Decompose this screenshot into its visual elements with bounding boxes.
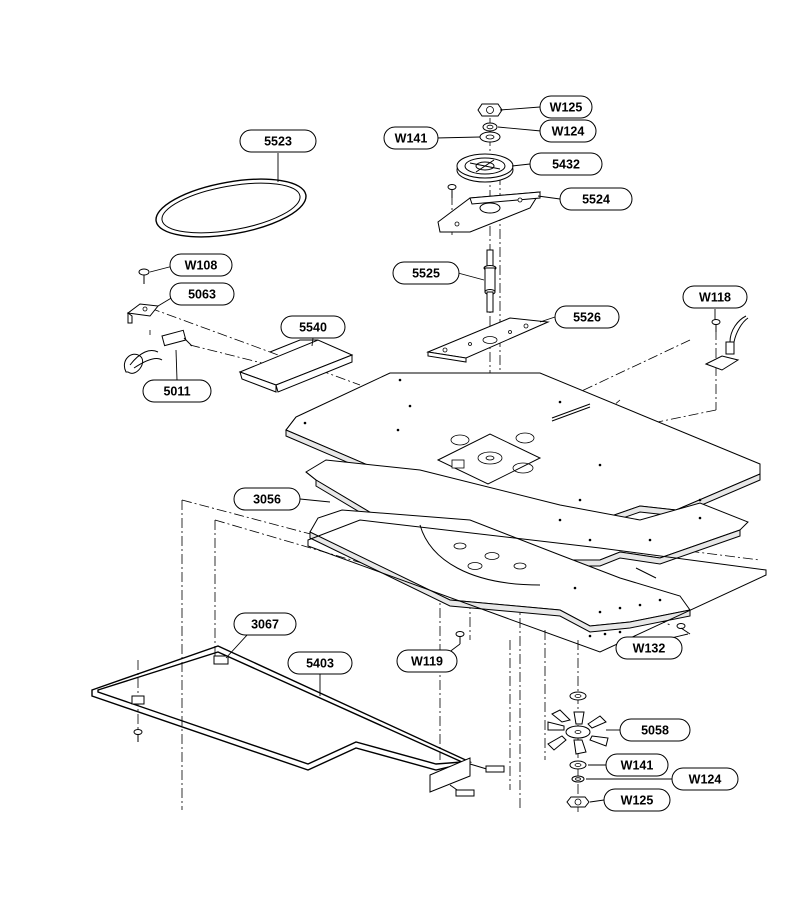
callout-5058: 5058 (619, 718, 691, 742)
pulley-5432 (456, 153, 514, 183)
bottom-nut-w125 (566, 796, 590, 808)
callout-label: 5523 (264, 135, 292, 149)
callout-5524: 5524 (559, 187, 633, 211)
callout-w125-top: W125 (539, 95, 593, 119)
callout-3056: 3056 (233, 487, 301, 511)
plate-5526 (426, 317, 550, 363)
callout-5523: 5523 (239, 129, 317, 153)
screw-top (447, 184, 457, 198)
top-washer-w141 (479, 131, 501, 143)
callout-label: 5011 (163, 385, 190, 399)
cover-5540 (238, 339, 354, 393)
callout-5403: 5403 (287, 651, 353, 675)
sensor-w118 (704, 315, 749, 371)
callout-label: 3067 (251, 618, 279, 632)
callout-w124-top: W124 (539, 119, 597, 143)
callout-5525: 5525 (392, 261, 460, 285)
callout-label: W124 (552, 125, 585, 139)
callout-5011: 5011 (142, 379, 212, 403)
callout-label: W132 (633, 642, 666, 656)
callout-w125-bottom: W125 (603, 788, 671, 812)
callout-label: W125 (550, 101, 583, 115)
callout-label: W141 (395, 132, 428, 146)
callout-label: 5058 (641, 724, 669, 738)
fan-5058 (547, 709, 609, 755)
callout-label: W124 (689, 773, 722, 787)
switch-5011 (124, 329, 193, 374)
screw-w132 (676, 623, 691, 635)
heater-element-5403 (91, 645, 505, 797)
screw-w108 (138, 268, 150, 284)
callout-5540: 5540 (280, 315, 346, 339)
callout-w108: W108 (169, 253, 233, 277)
oven-floor-3056 (309, 509, 691, 638)
screw-w119 (455, 631, 465, 644)
callout-w118: W118 (682, 285, 748, 309)
screw-bottom-left (133, 729, 143, 742)
callout-5526: 5526 (554, 305, 620, 329)
callout-5063: 5063 (169, 282, 235, 306)
callout-label: 5526 (573, 311, 601, 325)
callout-label: W108 (185, 259, 218, 273)
callout-w141-top: W141 (383, 126, 439, 150)
callout-label: 5525 (412, 267, 440, 281)
bottom-sheet (307, 519, 767, 653)
callout-label: 5540 (299, 321, 327, 335)
clip-5063 (126, 303, 159, 324)
belt-5523 (155, 178, 307, 238)
bottom-washer-w124 (571, 775, 585, 783)
callout-label: W125 (621, 794, 654, 808)
callout-label: 5432 (552, 158, 580, 172)
callout-w141-bottom: W141 (605, 753, 669, 777)
callout-3067: 3067 (233, 612, 297, 636)
callout-w124-bottom: W124 (671, 767, 739, 791)
callout-label: 5403 (306, 657, 334, 671)
callout-label: W141 (621, 759, 654, 773)
top-washer-w124 (482, 122, 498, 132)
callout-label: 5063 (188, 288, 216, 302)
shaft-5525 (483, 249, 497, 313)
top-nut-w125 (477, 103, 503, 117)
callout-w119: W119 (396, 649, 458, 673)
callout-label: 5524 (582, 193, 610, 207)
washer-above-fan (569, 691, 587, 701)
callout-label: W119 (411, 655, 443, 669)
callout-label: W118 (699, 291, 731, 305)
bottom-washer-w141 (569, 760, 587, 770)
callout-w132: W132 (615, 636, 683, 660)
bracket-5524 (437, 191, 541, 233)
callout-label: 3056 (253, 493, 281, 507)
callout-5432: 5432 (529, 152, 603, 176)
